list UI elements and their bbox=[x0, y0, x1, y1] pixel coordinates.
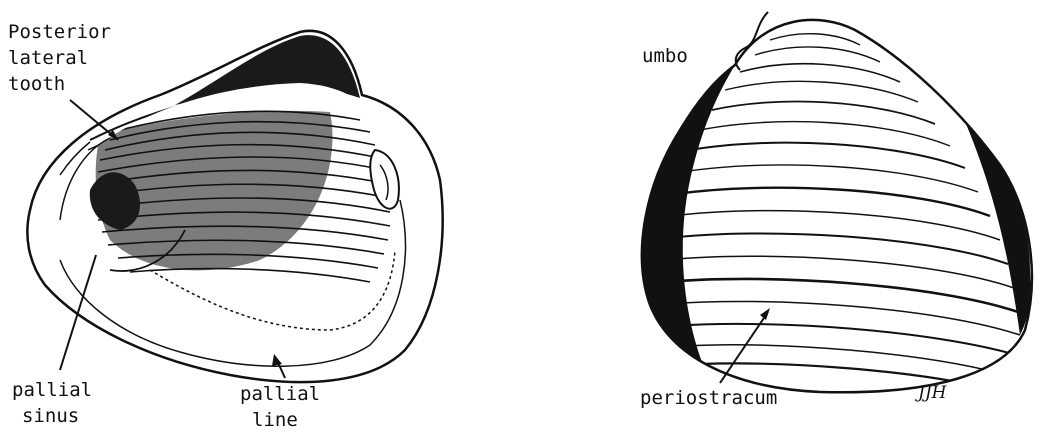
label-pallial-line: pallial line bbox=[240, 383, 320, 431]
label-pallial-line-line1: pallial bbox=[240, 383, 320, 405]
label-pallial-sinus-line2: sinus bbox=[22, 405, 79, 427]
label-pallial-line-line2: line bbox=[252, 409, 298, 431]
label-posterior-lateral-tooth: Posterior lateral tooth bbox=[8, 21, 111, 95]
label-posterior-line2: lateral bbox=[8, 47, 88, 69]
interior-valve-drawing bbox=[27, 31, 442, 382]
exterior-valve-outline bbox=[642, 20, 1032, 392]
exterior-valve-drawing bbox=[642, 20, 1032, 392]
label-umbo: umbo bbox=[642, 45, 688, 67]
label-posterior-line3: tooth bbox=[8, 73, 65, 95]
artist-signature: JJH bbox=[915, 383, 948, 403]
label-pallial-sinus: pallial sinus bbox=[12, 379, 92, 427]
label-pallial-sinus-line1: pallial bbox=[12, 379, 92, 401]
label-posterior-line1: Posterior bbox=[8, 21, 111, 43]
label-periostracum: periostracum bbox=[640, 387, 777, 409]
